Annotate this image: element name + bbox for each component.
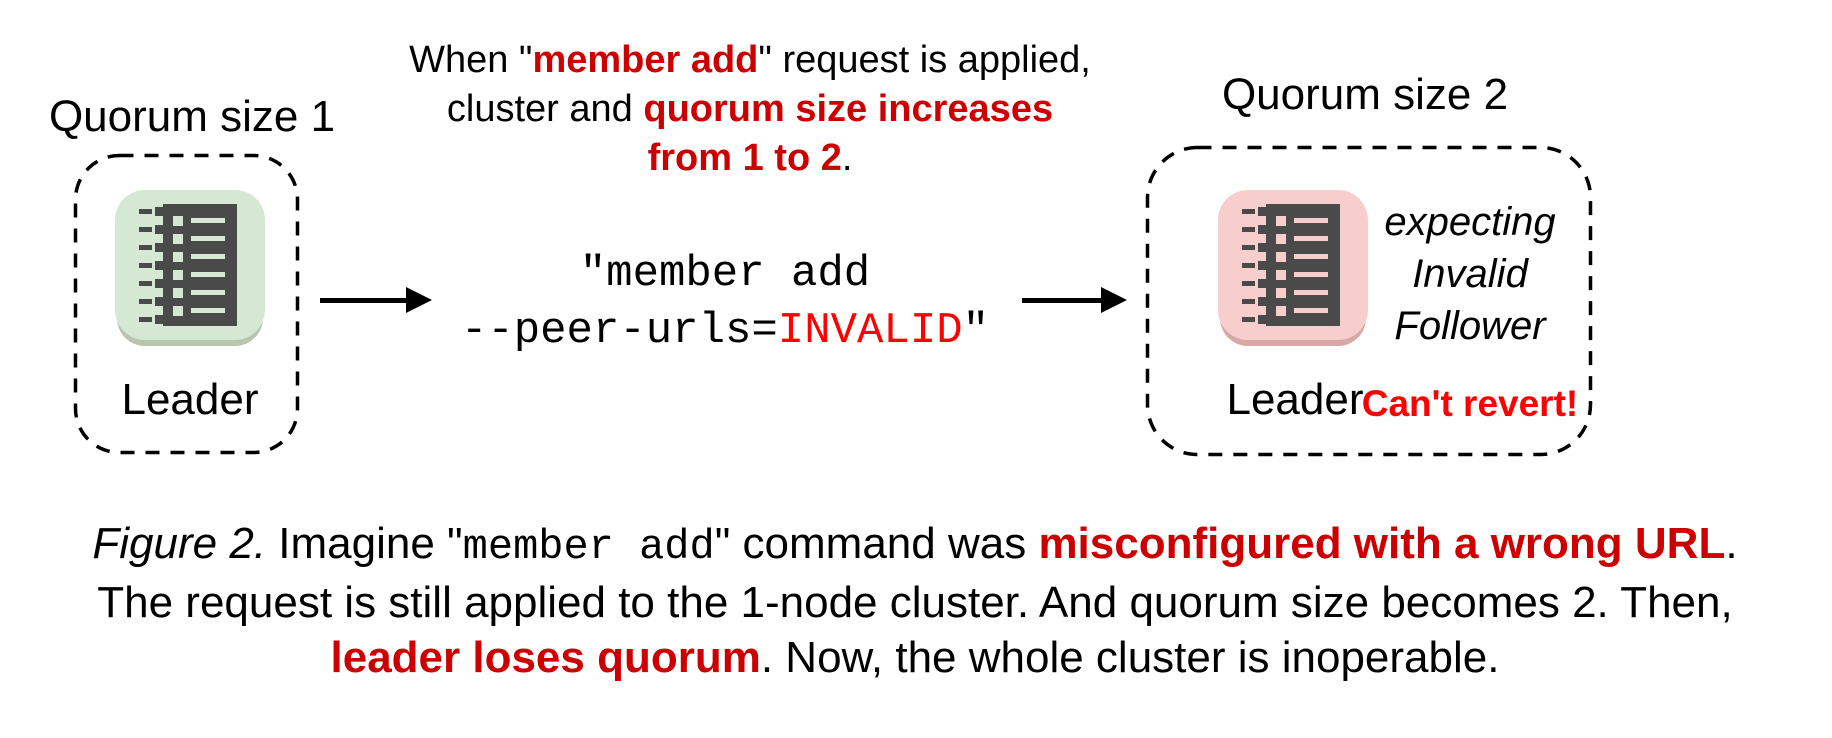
caption-command-ref: member add [462, 523, 715, 571]
leader-label-right: Leader [1226, 375, 1364, 424]
cant-revert-warning: Can't revert! [1361, 383, 1579, 424]
leader-node-pink [1218, 190, 1368, 340]
member-add-note: When "member add" request is applied, cl… [380, 36, 1120, 183]
member-list-icon [1242, 204, 1340, 326]
command-invalid-value: INVALID [777, 306, 963, 356]
expecting-line-1: expecting [1384, 200, 1556, 244]
caption-highlight-misconfigured: misconfigured with a wrong URL [1038, 519, 1726, 568]
figure-caption: Figure 2. Imagine "member add" command w… [56, 516, 1774, 685]
caption-line-2: The request is still applied to the 1-no… [97, 578, 1733, 627]
caption-text: Imagine " [266, 519, 463, 568]
note-text: . [841, 137, 853, 179]
note-text: " request is applied, [758, 39, 1091, 81]
quorum-1-title: Quorum size 1 [48, 92, 336, 141]
arrow-left-icon [320, 286, 432, 314]
quorum-2-title: Quorum size 2 [1221, 70, 1509, 119]
note-line-3: from 1 to 2. [380, 134, 1120, 183]
note-highlight-quorum-increase: quorum size increases [643, 88, 1054, 130]
note-line-2: cluster and quorum size increases [380, 85, 1120, 134]
quorum-2-boundary [1145, 145, 1593, 457]
note-highlight-from-1-to-2: from 1 to 2 [647, 137, 842, 179]
note-highlight-member-add: member add [532, 39, 759, 81]
expecting-line-3: Follower [1394, 304, 1546, 348]
note-line-1: When "member add" request is applied, [380, 36, 1120, 85]
note-text: When " [409, 39, 533, 81]
caption-text: . [1725, 519, 1738, 568]
leader-label-left: Leader [121, 375, 259, 424]
member-add-command: "member add --peer-urls=INVALID" [420, 246, 1030, 360]
leader-node-green [115, 190, 265, 340]
caption-line-3: leader loses quorum. Now, the whole clus… [56, 630, 1774, 685]
command-line-2: --peer-urls=INVALID" [420, 303, 1030, 360]
caption-text: . Now, the whole cluster is inoperable. [760, 633, 1500, 682]
expecting-line-2: Invalid [1412, 252, 1528, 296]
command-flag: --peer-urls= [460, 306, 778, 356]
caption-line-1: Figure 2. Imagine "member add" command w… [56, 516, 1774, 575]
caption-text: " command was [714, 519, 1039, 568]
arrow-right-icon [1022, 286, 1127, 314]
command-close-quote: " [962, 306, 990, 356]
note-text: cluster and [446, 88, 644, 130]
quorum-1-boundary [73, 153, 300, 455]
caption-highlight-loses-quorum: leader loses quorum [330, 633, 761, 682]
expecting-follower-note: expecting Invalid Follower [1350, 196, 1590, 352]
figure-number: Figure 2. [92, 519, 267, 568]
command-line-1: "member add [579, 249, 871, 299]
member-list-icon [139, 204, 237, 326]
